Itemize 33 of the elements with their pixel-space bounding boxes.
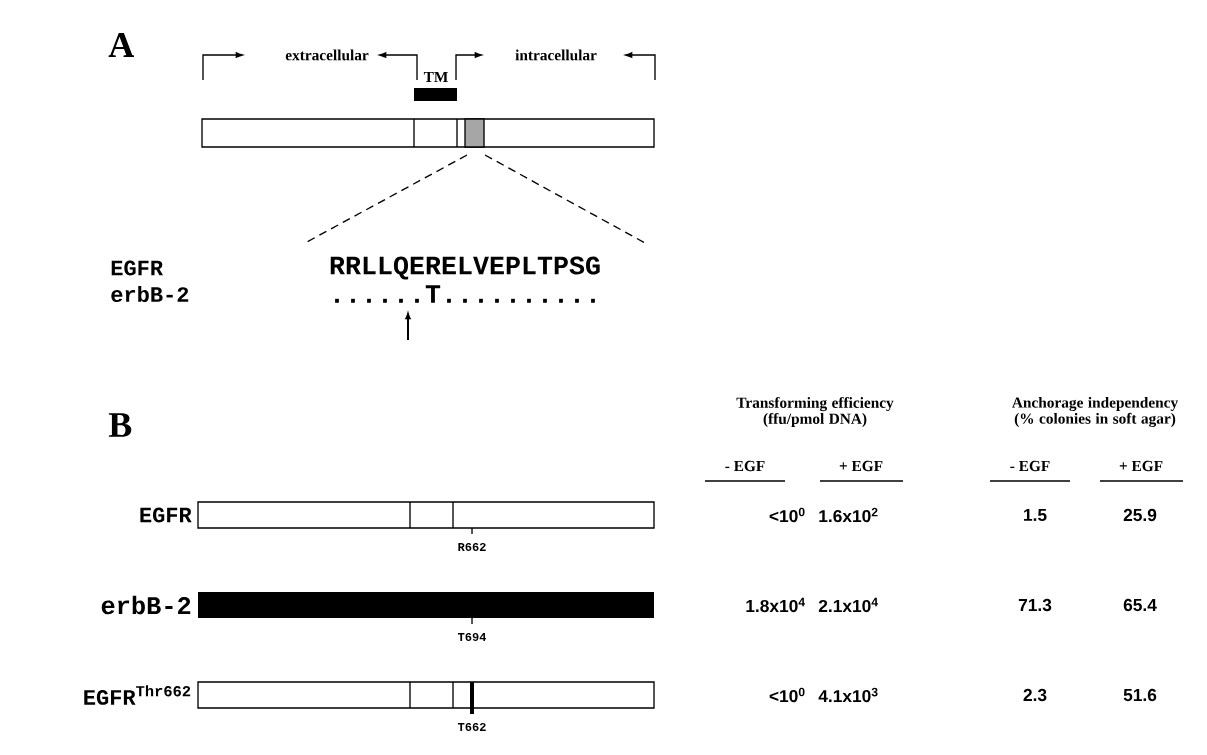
sequence-text: ......T.......... bbox=[335, 285, 595, 303]
table-value: 65.4 bbox=[1123, 598, 1157, 612]
domain-label: extracellular bbox=[285, 49, 369, 61]
panel-letter: A bbox=[108, 33, 134, 57]
table-value: 25.9 bbox=[1123, 508, 1157, 522]
column-header: Transforming efficiency (ffu/pmol DNA) bbox=[736, 396, 894, 427]
row-label: EGFR bbox=[140, 507, 192, 523]
table-value: <10$^{0}$ bbox=[769, 687, 805, 703]
column-header: - EGF bbox=[1010, 460, 1050, 472]
table-value: 1.8x10$^{4}$ bbox=[746, 597, 805, 613]
row-label: erbB-2 bbox=[101, 595, 191, 615]
residue-label: R662 bbox=[458, 542, 486, 552]
residue-label: T662 bbox=[457, 722, 486, 732]
table-value: 2.1x10$^{4}$ bbox=[818, 597, 878, 613]
sequence-name: erbB-2 bbox=[111, 285, 189, 303]
panel-letter: B bbox=[108, 413, 132, 437]
domain-label: intracellular bbox=[515, 49, 597, 61]
column-header: + EGF bbox=[839, 460, 883, 472]
sequence-text: RRLLQERELVEPLTPSG bbox=[330, 256, 600, 280]
sequence-name: EGFR bbox=[111, 260, 164, 276]
table-value: <10$^{0}$ bbox=[769, 507, 805, 523]
residue-label: T694 bbox=[457, 632, 487, 642]
table-value: 71.3 bbox=[1018, 598, 1052, 612]
table-value: 4.1x10$^{3}$ bbox=[818, 687, 878, 703]
table-value: 1.6x10$^{2}$ bbox=[819, 507, 878, 523]
table-value: 51.6 bbox=[1123, 688, 1157, 702]
domain-label: TM bbox=[423, 72, 448, 82]
column-header: Anchorage independency (% colonies in soft agar) bbox=[1012, 397, 1178, 427]
table-value: 1.5 bbox=[1024, 508, 1047, 522]
table-value: 2.3 bbox=[1023, 688, 1047, 702]
column-header: - EGF bbox=[725, 460, 765, 472]
row-label: EGFR$^{Thr662}$ bbox=[84, 685, 191, 705]
column-header: + EGF bbox=[1119, 460, 1163, 472]
